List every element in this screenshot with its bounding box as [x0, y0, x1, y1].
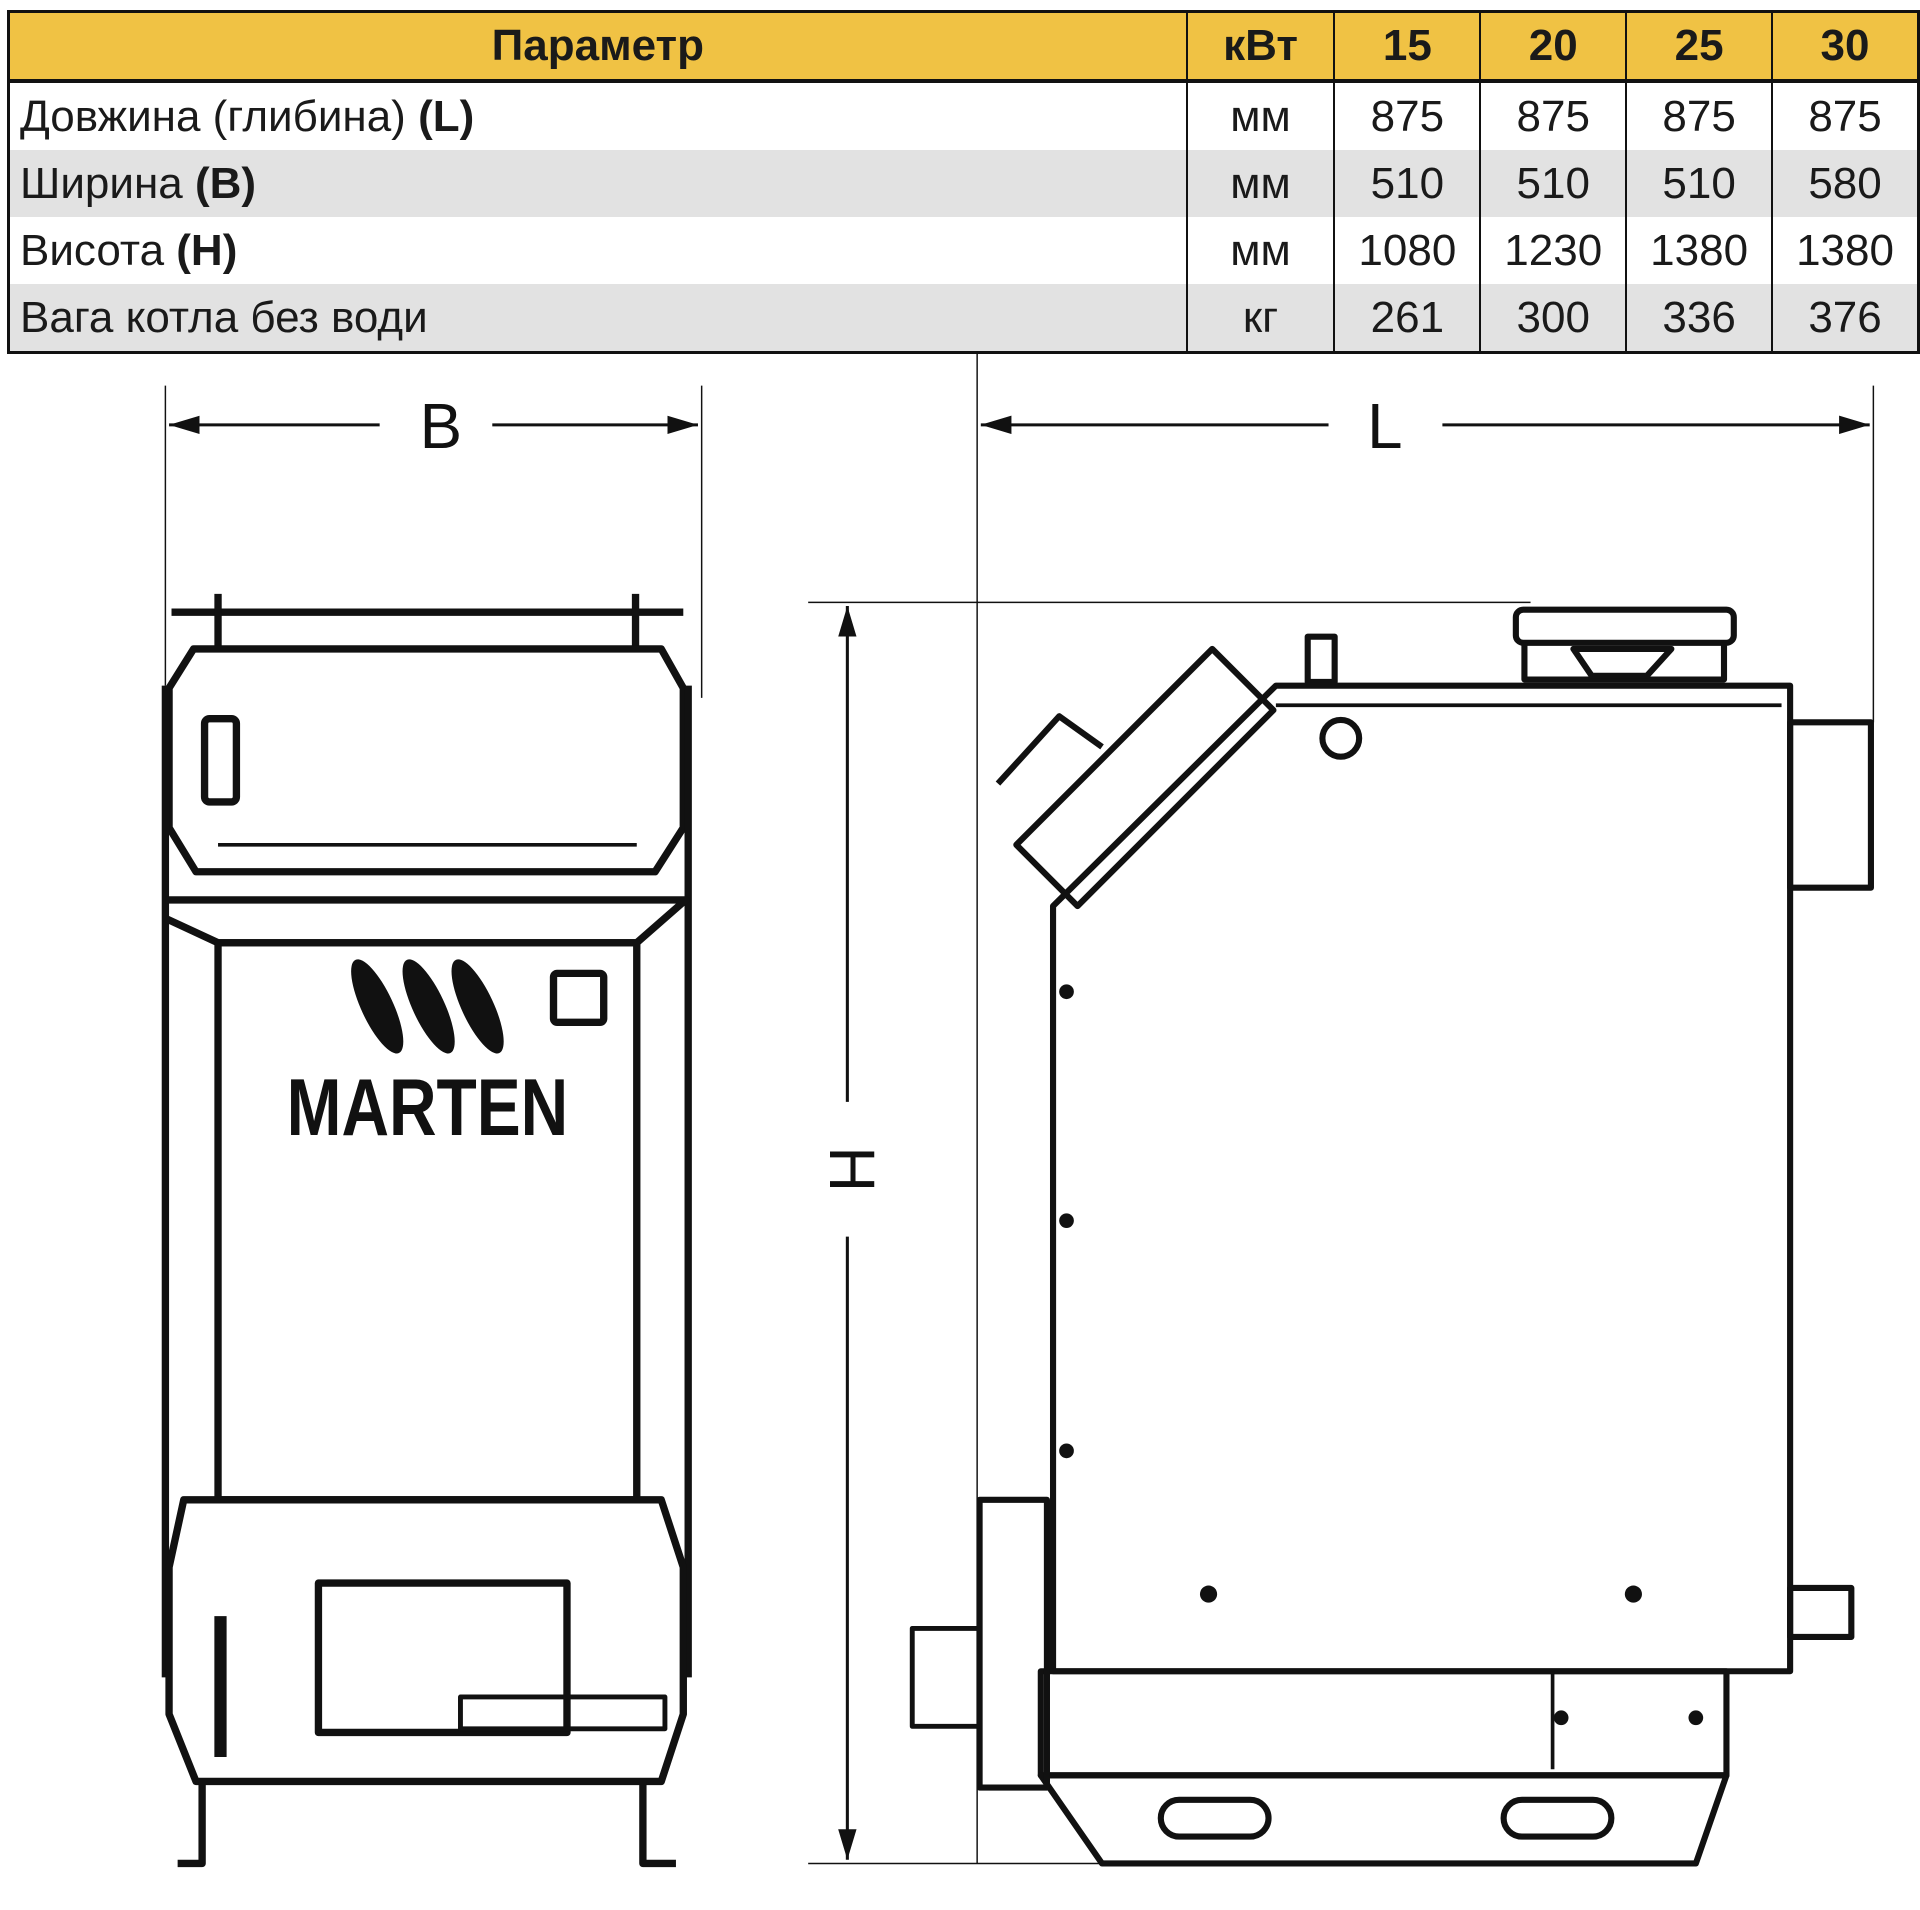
row-label: Довжина (глибина) (L) [9, 81, 1187, 150]
header-15kw: 15 [1333, 11, 1481, 83]
dim-label-h: H [816, 1146, 887, 1192]
cell: 1380 [1625, 217, 1773, 284]
cell: 1230 [1479, 217, 1627, 284]
label-key: (H) [176, 225, 238, 275]
dim-label-l: L [1367, 391, 1402, 462]
cell: 875 [1625, 81, 1773, 150]
cell: 510 [1625, 150, 1773, 217]
spec-table: Параметр кВт 15 20 25 30 Довжина (глибин… [7, 10, 1920, 354]
table-row-weight: Вага котла без води кг 261 300 336 376 [8, 284, 1919, 353]
cell: 875 [1333, 81, 1481, 150]
cell: 1080 [1333, 217, 1481, 284]
row-unit: мм [1185, 217, 1335, 284]
header-unit: кВт [1185, 11, 1335, 83]
dim-label-b: B [420, 391, 462, 462]
logo-text: MARTEN [287, 1063, 569, 1153]
row-unit: мм [1185, 150, 1335, 217]
header-20kw: 20 [1479, 11, 1627, 83]
header-parameter: Параметр [8, 11, 1187, 83]
dimension-lines [164, 351, 1875, 1865]
cell: 300 [1479, 284, 1627, 353]
header-30kw: 30 [1771, 11, 1919, 83]
cell: 336 [1625, 284, 1773, 353]
cell: 510 [1333, 150, 1481, 217]
label-text: Довжина (глибина) [20, 91, 419, 141]
dimension-arrows [169, 415, 1870, 1860]
label-key: (L) [418, 91, 475, 141]
table-row-width: Ширина (B) мм 510 510 510 580 [8, 150, 1919, 217]
label-text: Висота [20, 225, 177, 275]
boiler-front-view [161, 593, 692, 1868]
cell: 261 [1333, 284, 1481, 353]
cell: 376 [1771, 284, 1919, 353]
row-label: Висота (H) [9, 217, 1187, 284]
bolt-dots [1059, 984, 1704, 1726]
cell: 510 [1479, 150, 1627, 217]
label-text: Ширина [20, 158, 195, 208]
boiler-side-view [909, 606, 1874, 1867]
cell: 875 [1771, 81, 1919, 150]
marten-logo: MARTEN [287, 959, 569, 1153]
table-header-row: Параметр кВт 15 20 25 30 [8, 11, 1919, 83]
table-row-length: Довжина (глибина) (L) мм 875 875 875 875 [9, 81, 1919, 150]
row-label: Вага котла без води [8, 284, 1187, 353]
label-text: Вага котла без води [20, 292, 428, 342]
cell: 1380 [1771, 217, 1919, 284]
row-unit: кг [1185, 284, 1335, 353]
label-key: (B) [194, 158, 257, 208]
table-row-height: Висота (H) мм 1080 1230 1380 1380 [9, 217, 1919, 284]
cell: 580 [1771, 150, 1919, 217]
header-25kw: 25 [1625, 11, 1773, 83]
cell: 875 [1479, 81, 1627, 150]
row-unit: мм [1185, 81, 1335, 150]
row-label: Ширина (B) [8, 150, 1187, 217]
